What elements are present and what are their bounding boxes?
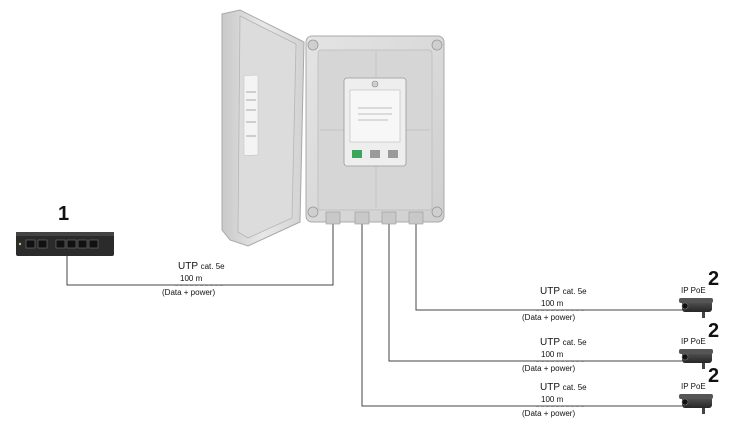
- cable-payload: (Data + power): [522, 364, 576, 373]
- cable-payload: (Data + power): [162, 288, 216, 297]
- cable-category: cat. 5e: [562, 383, 587, 392]
- cable-category: cat. 5e: [200, 262, 225, 271]
- poe-switch-icon: [16, 232, 114, 256]
- cable-type: UTP: [540, 337, 560, 348]
- cable-divider: [536, 310, 584, 311]
- cable-label-camera-2: UTP cat. 5e: [540, 337, 587, 348]
- cable-divider: [536, 361, 584, 362]
- ip-camera-icon: [679, 394, 713, 414]
- cable-enclosure-to-camera-1: [415, 224, 682, 311]
- camera-label: IP PoE: [681, 337, 706, 346]
- camera-label: IP PoE: [681, 382, 706, 391]
- cable-length: 100 m: [180, 274, 203, 283]
- ip-camera-icon: [679, 298, 713, 318]
- cable-type: UTP: [540, 286, 560, 297]
- cable-category: cat. 5e: [562, 287, 587, 296]
- cable-length: 100 m: [541, 299, 564, 308]
- enclosure-lid-icon: [221, 9, 305, 247]
- camera-label: IP PoE: [681, 286, 706, 295]
- cable-label-camera-3: UTP cat. 5e: [540, 382, 587, 393]
- cable-payload: (Data + power): [522, 313, 576, 322]
- cable-length: 100 m: [541, 350, 564, 359]
- cable-type: UTP: [178, 261, 198, 272]
- camera-number: 2: [708, 365, 720, 387]
- cable-enclosure-to-camera-2: [388, 224, 682, 362]
- cable-length: 100 m: [541, 395, 564, 404]
- cable-divider: [536, 406, 584, 407]
- cable-type: UTP: [540, 382, 560, 393]
- ip-camera-icon: [679, 349, 713, 369]
- switch-number: 1: [58, 203, 70, 225]
- cable-label-switch: UTP cat. 5e: [178, 261, 225, 272]
- camera-number: 2: [708, 320, 720, 342]
- cable-divider: [175, 285, 223, 286]
- camera-number: 2: [708, 268, 720, 290]
- poe-extender-module-icon: [343, 77, 407, 167]
- cable-payload: (Data + power): [522, 409, 576, 418]
- cable-category: cat. 5e: [562, 338, 587, 347]
- cable-label-camera-1: UTP cat. 5e: [540, 286, 587, 297]
